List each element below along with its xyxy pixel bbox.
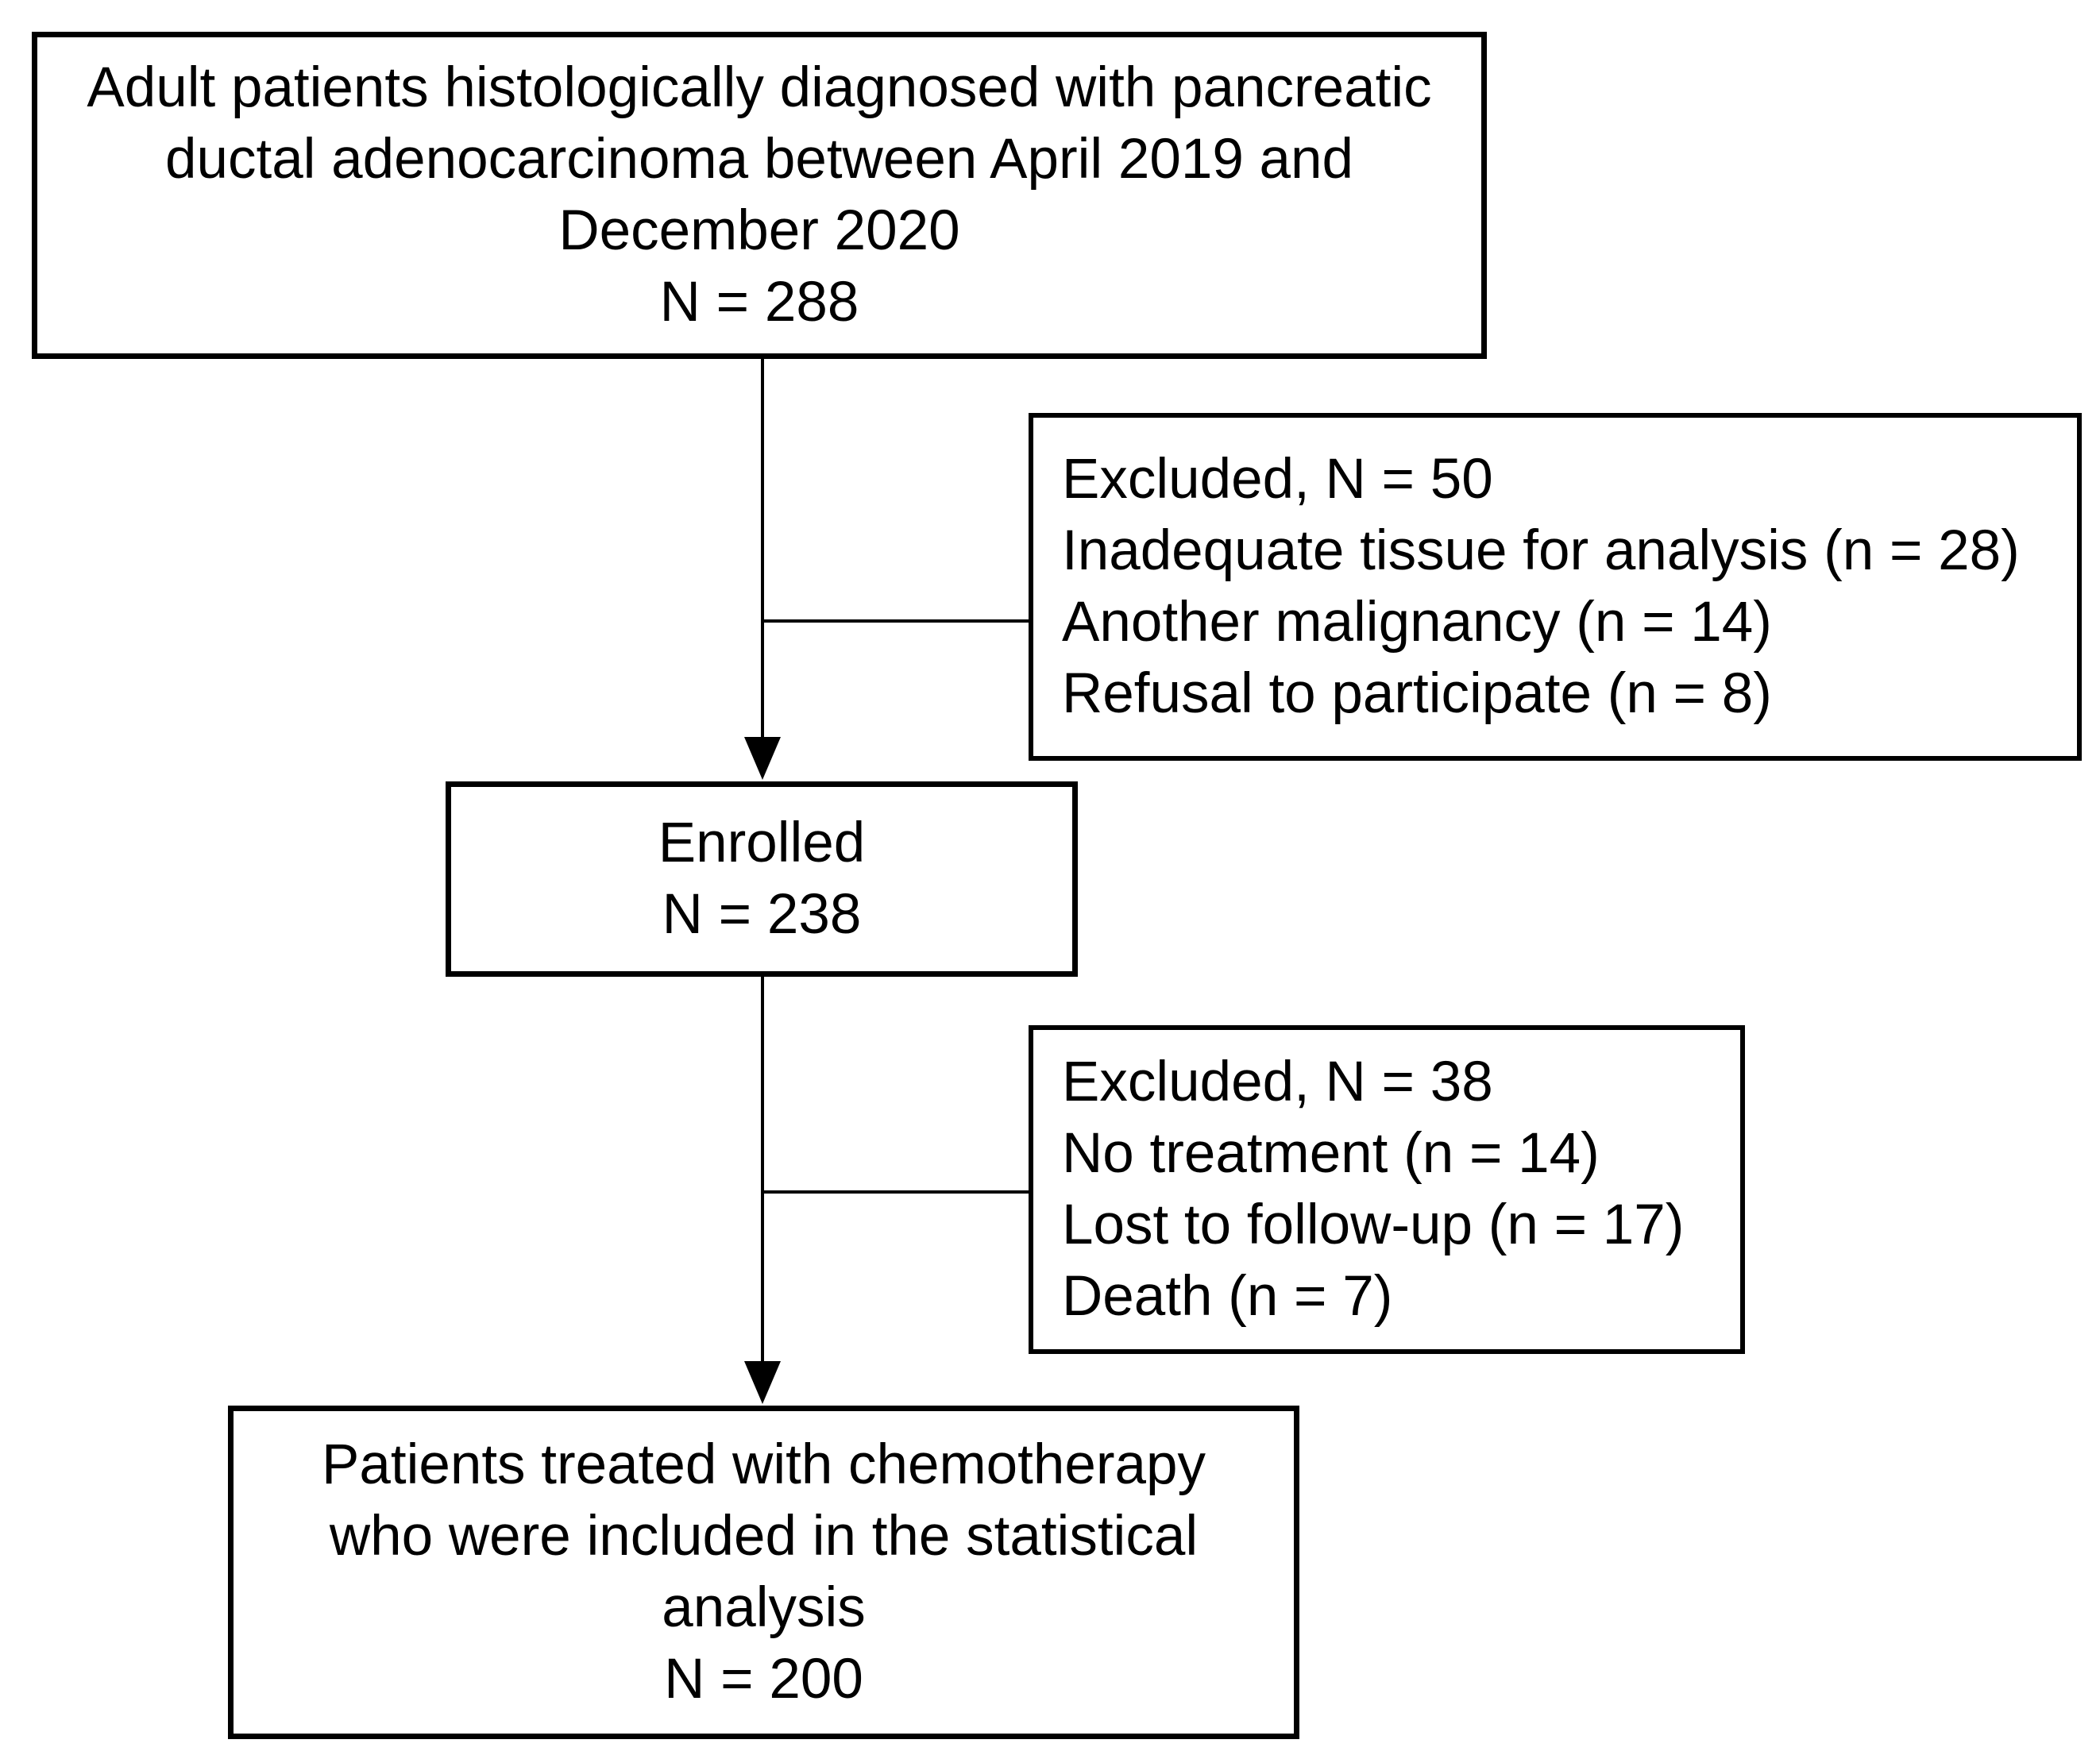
text-line: Adult patients histologically diagnosed … xyxy=(87,56,1432,119)
arrowhead-down-icon xyxy=(744,1361,781,1404)
box-excluded-second: Excluded, N = 38 No treatment (n = 14) L… xyxy=(1029,1025,1745,1354)
text-line: who were included in the statistical xyxy=(329,1505,1199,1568)
box-enrolled: Enrolled N = 238 xyxy=(446,781,1078,977)
text-line: December 2020 xyxy=(558,199,960,262)
text-line: Inadequate tissue for analysis (n = 28) xyxy=(1062,519,2020,582)
box-screened-population: Adult patients histologically diagnosed … xyxy=(32,32,1487,359)
text-line: Another malignancy (n = 14) xyxy=(1062,591,1772,654)
text-line: Death (n = 7) xyxy=(1062,1265,1393,1328)
text-line: Lost to follow-up (n = 17) xyxy=(1062,1194,1685,1256)
box-analyzed: Patients treated with chemotherapy who w… xyxy=(228,1406,1299,1739)
text-line: ductal adenocarcinoma between April 2019… xyxy=(165,128,1353,191)
text-line: analysis xyxy=(662,1576,866,1639)
box-excluded-first: Excluded, N = 50 Inadequate tissue for a… xyxy=(1029,413,2082,761)
text-line: Refusal to participate (n = 8) xyxy=(1062,662,1772,725)
arrowhead-down-icon xyxy=(744,737,781,780)
text-line: Enrolled xyxy=(658,812,866,874)
text-line: No treatment (n = 14) xyxy=(1062,1122,1600,1185)
text-line: N = 238 xyxy=(662,883,862,946)
text-line: N = 288 xyxy=(659,271,859,334)
text-line: Excluded, N = 38 xyxy=(1062,1051,1493,1113)
text-line: Excluded, N = 50 xyxy=(1062,448,1493,511)
text-line: N = 200 xyxy=(664,1648,863,1711)
text-line: Patients treated with chemotherapy xyxy=(322,1433,1206,1496)
